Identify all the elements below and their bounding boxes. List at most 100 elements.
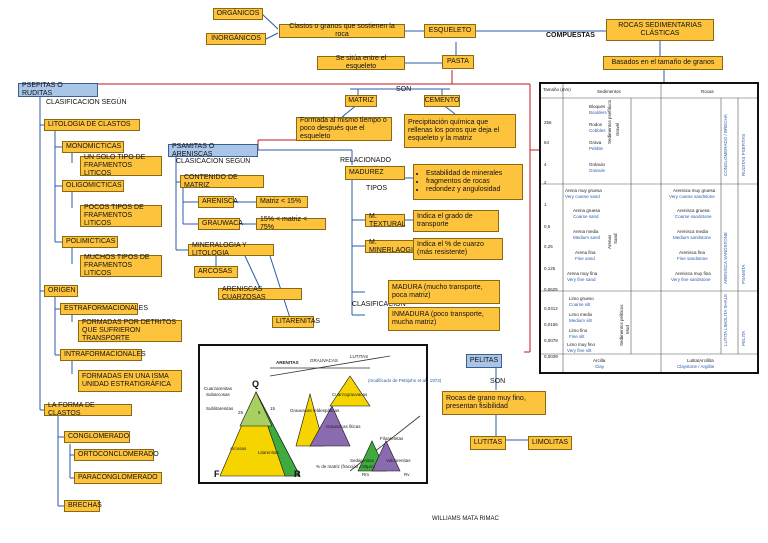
silt-item: Limo medio (569, 312, 593, 317)
size-tick-label: 0,5 (544, 224, 551, 229)
arcosas-node: ARCOSAS (194, 266, 238, 278)
litologia-node: LITOLOGIA DE CLASTOS (44, 119, 140, 131)
limolitas-node: LIMOLITAS (528, 436, 572, 450)
triangle-liticas: Grauvacas líticas (326, 424, 361, 429)
size-tick-label: 0,125 (544, 266, 556, 271)
forma-clastos-node: LA FORMA DE CLASTOS (44, 402, 132, 417)
triangle-classification-diagram: (modificado de Pettijohn et al., 1973) A… (198, 344, 441, 484)
son-label-2: SON (490, 378, 506, 385)
triangle-q: Q (252, 379, 260, 389)
clasicacion-segun-label: CLASICACION SEGÚN (176, 158, 251, 165)
silt-item: Fine silt (569, 334, 585, 339)
size-tick-label: 1 (544, 202, 547, 207)
triangle-svg (219, 355, 421, 477)
rock-sand-item: Fine sandstone (677, 256, 708, 261)
factor-item: Estabilidad de minerales (426, 170, 502, 178)
col-lutita-label: LUTITA LIMOLITA SHALE (723, 293, 728, 346)
gravel-item: Cobbles (589, 128, 606, 133)
size-tick-label: 0,0156 (544, 322, 558, 327)
psefitas-node: PSEFITAS O RUDITAS (18, 82, 98, 97)
formada-node: Formada al mismo tiempo o poco después q… (296, 117, 392, 141)
sand-item: Arena fina (575, 250, 596, 255)
psamitas-node: PSAMITAS O ARENISCAS (168, 143, 258, 158)
sand-item: Coarse sand (573, 214, 599, 219)
arenisca-node: ARENISCA (198, 196, 238, 208)
basados-node: Basados en el tamaño de granos (603, 56, 723, 70)
rocas-grano-fino-node: Rocas de grano muy fino, presentan fisib… (442, 391, 546, 415)
rock-sand-item: Arenisca muy fina (675, 271, 711, 276)
muchos-node: MUCHOS TIPOS DE FRAFMENTOS LITICOS (80, 254, 162, 277)
subarcosas-area (239, 391, 273, 427)
rock-sand-item: Arenisca muy gruesa (673, 188, 716, 193)
group-sand-en-label: Sand (613, 233, 618, 244)
triangle-f: F (214, 469, 220, 479)
size-tick-label: 256 (544, 120, 552, 125)
table-header-rocas: Rocas (701, 89, 714, 94)
inorganicos-node: INORGÁNICOS (206, 33, 266, 45)
clay-item: Arcilla (593, 358, 606, 363)
claystone-item: Lutita/Arcillita (687, 358, 714, 363)
m-mineralogica-node: M. MINERLAOGICA (365, 239, 423, 254)
litarenitas-area (255, 391, 301, 477)
paraconglomerado-node: PARACONGLOMERADO (74, 472, 162, 484)
silt-item: Coarse silt (569, 302, 591, 307)
grauwaca-node: GRAUWACA (198, 218, 243, 230)
col-arenisca-label: ARENISCA SANDSTONE (723, 232, 728, 284)
sand-item: Arena gruesa (573, 208, 601, 213)
table-header-size: Tamaño (mm) (543, 87, 571, 92)
triangle-cuarzograuvacas: Cuarzograuvacas (332, 392, 368, 397)
formadas-isma-node: FORMADAS EN UNA ISMA UNIDAD ESTRATIGRÁFI… (78, 370, 182, 392)
pasta-node: PASTA (442, 55, 474, 69)
silt-item: Limo grueso (569, 296, 594, 301)
brechas-node: BRECHAS (64, 500, 102, 512)
matriz-75-node: 15% < matriz < 75% (256, 216, 326, 231)
m-textural-node: M. TEXTURAL (365, 213, 406, 228)
rock-sand-item: Very coarse sandstone (669, 194, 715, 199)
rock-sand-item: Arenisca fina (679, 250, 706, 255)
size-tick-label: 64 (544, 140, 550, 145)
triangle-subarcosas: Subarcosas (206, 392, 230, 397)
rock-sand-item: Very fine sandstone (671, 277, 711, 282)
clay-en-item: Clay (595, 364, 605, 369)
cuarzograuvacas-triangle (329, 375, 371, 407)
madurez-factors-list: Estabilidad de minerales fragmentos de r… (417, 170, 502, 194)
gravel-item: Granule (589, 168, 606, 173)
mineralogia-node: MINERALOGIA Y LITOLOGIA (188, 242, 274, 257)
size-tick-label: 0,0625 (544, 287, 558, 292)
ortoconclomerado-node: ORTOCONCLOMERADO (74, 449, 159, 461)
madurez-factors-node: Estabilidad de minerales fragmentos de r… (413, 164, 523, 200)
sand-item: Very coarse sand (565, 194, 600, 199)
silt-item: Very fine silt (567, 348, 592, 353)
contenido-matriz-node: CONTENIDO DE MATRIZ (180, 174, 264, 189)
esqueleto-node: ESQUELETO (424, 24, 476, 38)
grauvacas-lit-triangle (309, 405, 351, 447)
triangle-arenitas: ARENITAS (276, 360, 299, 365)
gravel-item: Gránulo (589, 162, 606, 167)
pelitas-node: PELITAS (466, 354, 502, 368)
grain-table-grid (541, 84, 757, 372)
claystone-en-item: Claystone / Argilite (677, 364, 715, 369)
rock-sand-item: Arenisca gruesa (677, 208, 710, 213)
cemento-node: CEMENTO (424, 95, 460, 107)
indica-grado-node: Indica el grado de transporte (413, 210, 499, 232)
conglomerado-node: CONGLOMERADO (64, 431, 130, 443)
group-silt-en-label: Mud (625, 325, 630, 334)
group-sand-label: Arenas (607, 234, 612, 249)
sand-item: Fine sand (575, 256, 595, 261)
triangle-credit: (modificado de Pettijohn et al., 1973) (368, 378, 442, 383)
triangle-sedarenitas: Sedarenitas (350, 458, 375, 463)
organicos-node: ORGÁNICOS (213, 8, 263, 20)
group-silt-label: Sedimentos pelíticos (619, 304, 624, 346)
size-tick-label: 0,0039 (544, 354, 558, 359)
group-gravel-label: Sedimentos psefíticos (607, 99, 612, 144)
author-credit: WILLIAMS MATA RIMAC (432, 516, 499, 522)
silt-item: Limo muy fino (567, 342, 596, 347)
precipitacion-node: Precipitación química que rellenas los p… (404, 114, 516, 148)
compuestas-label: COMPUESTAS (546, 32, 595, 39)
relacionado-label: RELACIONADO (340, 157, 391, 164)
triangle-lutitas: LUTITAS (350, 354, 369, 359)
sand-item: Very fine sand (567, 277, 596, 282)
triangle-volcarenitas: Volcarenitas (386, 458, 411, 463)
triangle-15: 15 (270, 406, 276, 411)
